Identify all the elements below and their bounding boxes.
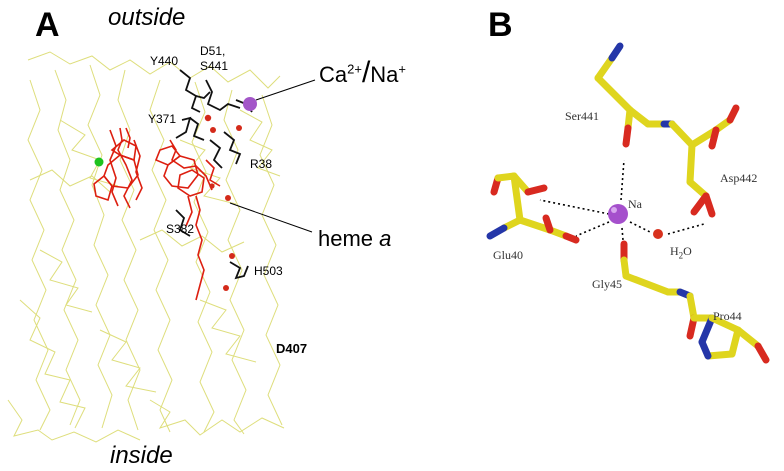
outside-label: outside [108, 4, 186, 31]
water-label-sub: 2 [678, 250, 684, 261]
heme-a3-group [93, 127, 143, 209]
residue-label-r38: R38 [250, 157, 273, 171]
ion-label-na: Na [370, 62, 399, 87]
ion-callout-label: Ca2+/Na+ [319, 58, 406, 88]
calcium-sodium-ion [243, 97, 257, 111]
water-label-h: H [670, 244, 679, 258]
residue-label-s441: S441 [200, 59, 229, 73]
label-water: H2O [670, 245, 692, 260]
asp442-residue [668, 104, 740, 218]
water-molecules [204, 114, 242, 291]
ion-label-ca: Ca [319, 62, 348, 87]
label-glu40: Glu40 [493, 248, 523, 262]
gly45-pro44-residues [620, 240, 770, 364]
panel-b-letter: B [488, 6, 513, 44]
label-pro44: Pro44 [713, 309, 742, 323]
label-gly45: Gly45 [592, 277, 622, 291]
label-asp442: Asp442 [720, 171, 758, 185]
water-label-o: O [683, 244, 692, 258]
residue-label-d51: D51, [200, 44, 226, 58]
residue-label-y371: Y371 [148, 112, 177, 126]
protein-backbone-trace [7, 51, 285, 443]
ser441-residue [594, 42, 676, 148]
side-chains [175, 69, 253, 280]
heme-callout-line [229, 202, 313, 233]
heme-a-group [154, 139, 221, 301]
residue-label-d407: D407 [276, 341, 308, 356]
heme-label-word: heme [318, 226, 374, 251]
label-ser441: Ser441 [565, 109, 599, 123]
residue-label-y440: Y440 [150, 54, 179, 68]
ion-label-na-charge: + [398, 61, 407, 77]
label-na: Na [628, 197, 642, 211]
ion-label-ca-charge: 2+ [347, 61, 362, 77]
sodium-ion [608, 204, 628, 224]
ion-callout-line [255, 79, 316, 101]
panel-a-letter: A [35, 6, 60, 44]
ion-label-slash: / [361, 56, 371, 89]
heme-label-letter: a [379, 226, 392, 251]
inside-label: inside [110, 442, 173, 469]
residue-label-h503: H503 [254, 264, 283, 278]
heme-callout-label: heme a [318, 228, 391, 250]
residue-label-s382: S382 [166, 222, 195, 236]
chloride-ion [94, 157, 104, 167]
glu40-residue [486, 172, 580, 244]
sodium-ion-highlight [611, 207, 617, 213]
water-oxygen [653, 229, 663, 239]
